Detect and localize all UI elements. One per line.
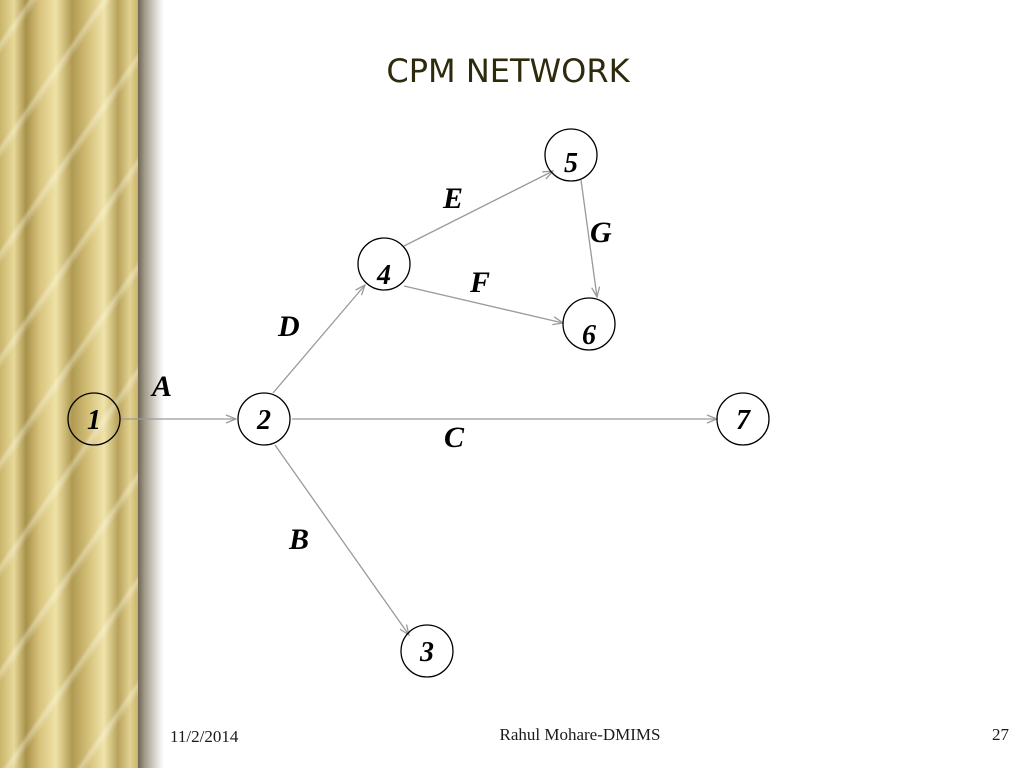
border-shadow <box>138 0 164 768</box>
slide-title: CPM NETWORK <box>386 52 630 90</box>
node-3: 3 <box>400 624 454 678</box>
edge-d <box>272 285 365 394</box>
edge-label-c: C <box>444 421 465 454</box>
node-5: 5 <box>544 128 598 182</box>
node-2: 2 <box>237 392 291 446</box>
node-6: 6 <box>562 297 616 351</box>
edge-f <box>403 285 563 323</box>
node-7: 7 <box>716 392 770 446</box>
node-1: 1 <box>67 392 121 446</box>
node-label: 2 <box>256 405 271 436</box>
node-circle <box>544 128 598 182</box>
node-circle <box>400 624 454 678</box>
footer-page-number: 27 <box>992 725 1009 744</box>
edge-g <box>580 179 597 297</box>
node-label: 4 <box>376 260 391 291</box>
node-circle <box>562 297 616 351</box>
edge-label-d: D <box>277 310 300 343</box>
node-label: 5 <box>564 148 578 179</box>
node-4: 4 <box>357 237 411 291</box>
edge-e <box>403 171 553 247</box>
node-label: 7 <box>736 405 751 436</box>
edge-label-g: G <box>590 216 612 249</box>
footer-date: 11/2/2014 <box>170 727 239 746</box>
node-label: 3 <box>419 637 434 668</box>
node-circle <box>67 392 121 446</box>
footer-author: Rahul Mohare-DMIMS <box>499 725 661 744</box>
node-label: 6 <box>582 320 596 351</box>
gold-border-decoration <box>0 0 138 768</box>
edges <box>120 171 717 635</box>
edge-b <box>274 444 409 635</box>
edge-label-a: A <box>150 370 172 403</box>
nodes: 1 2 3 4 5 6 7 <box>67 128 770 678</box>
edge-label-e: E <box>442 182 463 215</box>
edge-label-f: F <box>469 266 490 299</box>
edge-labels: A B C D E F G <box>150 182 612 556</box>
node-circle <box>237 392 291 446</box>
node-circle <box>357 237 411 291</box>
node-label: 1 <box>87 405 101 436</box>
edge-label-b: B <box>288 523 309 556</box>
node-circle <box>716 392 770 446</box>
